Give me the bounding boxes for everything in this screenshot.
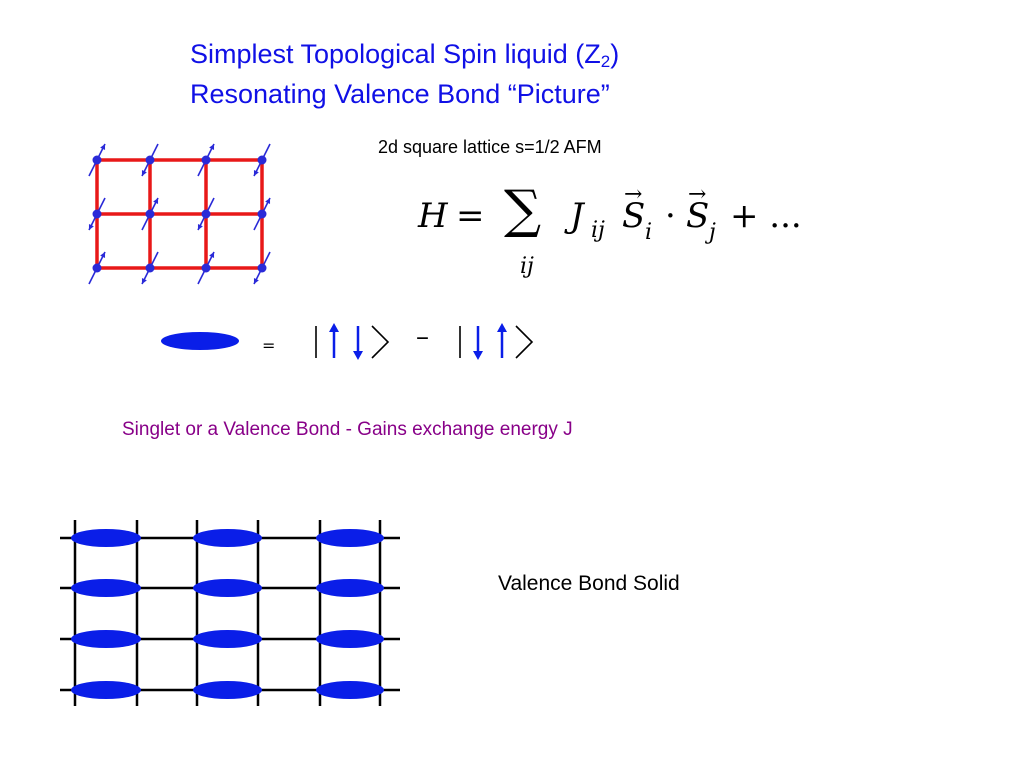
spin-operator-j: S <box>686 196 710 236</box>
lattice-site <box>145 209 155 219</box>
vbs-singlet-ellipse <box>316 529 384 547</box>
singlet-minus: – <box>416 322 429 352</box>
coupling-index: ij <box>591 218 605 243</box>
sum-symbol: ∑ <box>504 180 542 240</box>
lattice-site <box>92 155 102 165</box>
singlet-bond-symbol <box>161 332 239 350</box>
spin-arrow-icon <box>141 251 159 285</box>
hamiltonian-equation: H = ∑ ij J ij → S i · → S j + ... <box>418 180 818 282</box>
down-arrow-head <box>353 351 363 360</box>
spin-arrow-icon <box>88 143 106 177</box>
title-line-1: Simplest Topological Spin liquid (Z2) <box>190 39 620 71</box>
singlet-caption: Singlet or a Valence Bond - Gains exchan… <box>122 419 573 440</box>
spin-arrow-icon <box>197 197 215 231</box>
hamiltonian-tail: + ... <box>730 196 802 236</box>
up-arrow-head <box>497 323 507 332</box>
title-line-2: Resonating Valence Bond “Picture” <box>190 79 610 109</box>
spin-arrow-icon <box>197 251 215 285</box>
coupling-symbol: J <box>570 196 584 236</box>
spin-arrow-icon <box>141 143 159 177</box>
up-arrow-head <box>329 323 339 332</box>
lattice-site <box>92 209 102 219</box>
singlet-equals: = <box>262 336 276 355</box>
hamiltonian-lhs: H <box>418 196 448 236</box>
vbs-singlet-ellipse <box>71 529 141 547</box>
sum-index: ij <box>520 254 534 279</box>
spin-operator-i: S <box>622 196 646 236</box>
vbs-singlet-ellipse <box>316 681 384 699</box>
dot-operator: · <box>665 196 676 236</box>
lattice-site <box>92 263 102 273</box>
vbs-singlet-bonds <box>71 529 384 699</box>
vbs-singlet-ellipse <box>71 630 141 648</box>
vbs-singlet-ellipse <box>316 579 384 597</box>
lattice-site <box>201 209 211 219</box>
ket-angle-icon <box>371 325 390 359</box>
lattice-site <box>145 155 155 165</box>
spin-arrow-icon <box>88 197 106 231</box>
spin-arrow-icon <box>141 197 159 231</box>
spin-index-i: i <box>645 220 653 245</box>
slide-title: Simplest Topological Spin liquid (Z2) Re… <box>190 34 619 114</box>
lattice-site <box>257 263 267 273</box>
spin-index-j: j <box>709 220 716 245</box>
vbs-caption: Valence Bond Solid <box>498 572 680 595</box>
ket-angle-icon <box>515 325 534 359</box>
spin-arrow-icon <box>197 143 215 177</box>
vbs-singlet-ellipse <box>193 681 262 699</box>
lattice-site <box>201 263 211 273</box>
lattice-caption: 2d square lattice s=1/2 AFM <box>378 137 602 157</box>
spin-arrow-icon <box>88 251 106 285</box>
hamiltonian-equals: = <box>456 196 485 236</box>
vbs-singlet-ellipse <box>71 579 141 597</box>
vbs-singlet-ellipse <box>193 579 262 597</box>
ket-down-up <box>459 323 534 360</box>
spin-arrow-icon <box>253 251 271 285</box>
singlet-ellipse <box>161 332 239 350</box>
vbs-singlet-ellipse <box>316 630 384 648</box>
down-arrow-head <box>473 351 483 360</box>
spin-arrows <box>88 143 271 285</box>
lattice-site <box>145 263 155 273</box>
lattice-site <box>201 155 211 165</box>
vbs-singlet-ellipse <box>71 681 141 699</box>
lattice-bonds <box>95 158 264 270</box>
lattice-site <box>257 209 267 219</box>
vector-arrow-icon: → <box>624 182 643 207</box>
ket-up-down <box>315 323 390 360</box>
spin-arrow-icon <box>253 143 271 177</box>
lattice-site <box>257 155 267 165</box>
vbs-singlet-ellipse <box>193 529 262 547</box>
spin-arrow-icon <box>253 197 271 231</box>
vbs-singlet-ellipse <box>193 630 262 648</box>
vector-arrow-icon: → <box>688 182 707 207</box>
vbs-grid-lines <box>60 520 400 706</box>
